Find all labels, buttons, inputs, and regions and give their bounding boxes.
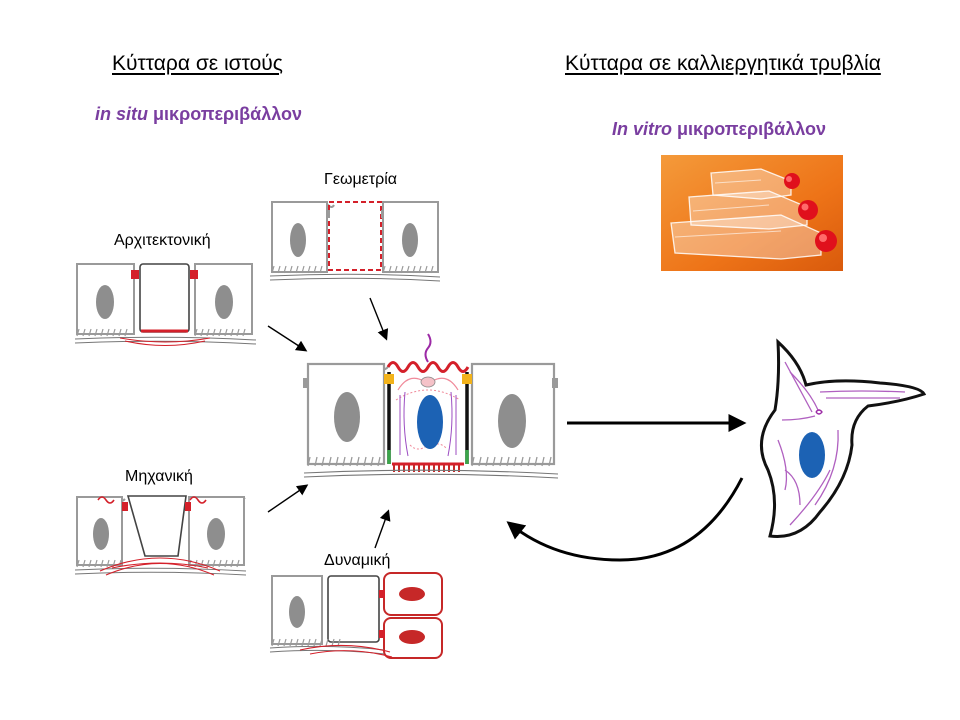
center-cell-outline <box>327 575 380 643</box>
cultured-cell <box>759 338 927 538</box>
arrow-dynamics <box>374 509 391 549</box>
junction <box>462 374 472 384</box>
nucleus <box>289 596 305 628</box>
nucleus <box>334 392 360 442</box>
nucleus <box>215 285 233 319</box>
panel-arrows <box>267 297 391 549</box>
nucleus <box>290 223 306 257</box>
header-culture-cells: Κύτταρα σε καλλιεργητικά τρυβλία <box>565 52 881 75</box>
center-cell-outline <box>126 495 187 557</box>
nucleus-red <box>399 630 425 644</box>
label-in-vitro-rest: μικροπεριβάλλον <box>677 119 827 139</box>
header-tissue-cells: Κύτταρα σε ιστούς <box>112 52 283 75</box>
caption-architecture: Αρχιτεκτονική <box>114 232 211 249</box>
nucleus-blue <box>417 395 443 449</box>
caption-dynamics: Δυναμική <box>324 552 391 569</box>
arrow-mechanics <box>267 484 309 513</box>
junction <box>384 374 394 384</box>
architecture-panel <box>74 263 257 346</box>
nucleus-blue <box>799 432 825 478</box>
label-in-vitro-microenvironment: In vitro μικροπεριβάλλον <box>612 119 826 140</box>
central-tissue-panel <box>303 333 559 479</box>
center-cell-outline <box>139 263 190 333</box>
label-in-situ-rest: μικροπεριβάλλον <box>153 104 303 124</box>
nucleus <box>402 223 418 257</box>
nucleus <box>207 518 225 550</box>
dynamics-panel <box>269 572 443 659</box>
nucleus <box>498 394 526 448</box>
mechanics-panel <box>74 495 247 576</box>
nucleus <box>93 518 109 550</box>
cell-membrane <box>759 338 927 538</box>
cell-outline <box>194 263 253 335</box>
label-in-vitro-emph: In vitro <box>612 119 673 139</box>
nucleus <box>96 285 114 319</box>
label-in-situ-microenvironment: in situ μικροπεριβάλλον <box>95 104 302 125</box>
label-in-situ-emph: in situ <box>95 104 148 124</box>
dashed-cell-outline <box>328 201 382 271</box>
geometry-panel <box>269 201 441 282</box>
caption-geometry: Γεωμετρία <box>324 171 398 188</box>
nucleus-red <box>399 587 425 601</box>
apical-membrane <box>386 361 470 373</box>
arrow-architecture <box>267 325 308 352</box>
arrow-geometry <box>369 297 389 341</box>
primary-cilium <box>424 333 432 363</box>
culture-flasks-image <box>661 155 843 271</box>
arrow-back-to-tissue <box>506 477 744 562</box>
caption-mechanics: Μηχανική <box>125 468 193 485</box>
